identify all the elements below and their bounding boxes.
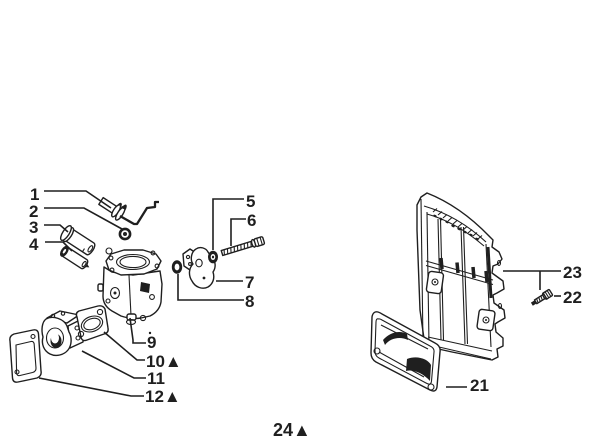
bracket-right — [476, 308, 496, 332]
intake-spacer — [41, 310, 85, 357]
leader-10 — [103, 331, 145, 361]
swivel-nut — [118, 227, 132, 241]
choke-rod — [98, 196, 159, 226]
callout-22: 22 — [563, 288, 582, 307]
callout-4: 4 — [29, 235, 39, 254]
callout-1: 1 — [30, 185, 39, 204]
fuel-hose-grommet — [59, 245, 90, 270]
leader-23 — [503, 270, 561, 290]
leader-9 — [129, 317, 146, 344]
callout-3: 3 — [29, 218, 38, 237]
figure-number: 24▲ — [273, 420, 311, 440]
lever-grommet — [208, 250, 218, 264]
bracket-left — [425, 270, 445, 295]
callout-10: 10▲ — [146, 352, 182, 371]
callout-23: 23 — [563, 263, 582, 282]
carburetor-assembly — [9, 196, 266, 383]
callout-21: 21 — [470, 376, 489, 395]
air-filter-housing — [416, 192, 506, 361]
flange-gasket — [9, 329, 42, 383]
metering-lever-set — [171, 236, 266, 289]
callout-5: 5 — [246, 192, 255, 211]
air-filter-element — [370, 311, 441, 392]
callout-12: 12▲ — [145, 387, 181, 406]
leader-4 — [45, 241, 73, 252]
leader-6 — [230, 218, 246, 246]
carburetor-gasket — [75, 305, 109, 342]
filter-shading-lower — [406, 357, 431, 381]
lever-washer — [171, 260, 183, 274]
leader-11 — [81, 350, 146, 379]
carburetor-body — [97, 247, 163, 335]
fuel-line-sleeve — [59, 224, 96, 256]
callout-labels: 1 2 3 4 5 6 7 8 9 10▲ 11 12▲ 21 22 23 — [29, 185, 582, 406]
leader-2 — [44, 207, 123, 230]
callout-6: 6 — [247, 211, 256, 230]
lever-screw — [220, 236, 266, 257]
leader-5 — [212, 198, 244, 250]
callout-7: 7 — [245, 273, 254, 292]
filter-cover-screw — [530, 289, 554, 306]
leader-12 — [38, 377, 144, 397]
leader-8 — [177, 274, 244, 301]
callout-9: 9 — [147, 333, 156, 352]
leader-3 — [44, 224, 69, 233]
callout-11: 11 — [147, 369, 165, 388]
leader-1 — [44, 190, 112, 209]
callout-8: 8 — [245, 292, 254, 311]
leader-lines — [38, 190, 561, 397]
filter-shading-upper — [383, 332, 408, 345]
callout-2: 2 — [29, 202, 38, 221]
